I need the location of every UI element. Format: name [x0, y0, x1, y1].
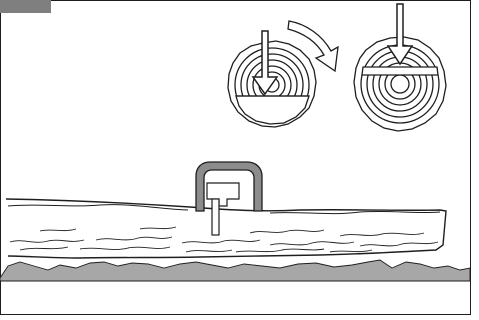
log-end-arrow-icon: [227, 30, 317, 128]
log-end-split-arrow-icon: [353, 3, 447, 132]
log-body: [5, 198, 447, 259]
rotate-arrow-icon: [287, 20, 339, 73]
figure-frame: [0, 0, 471, 315]
log-on-ground: [0, 198, 471, 282]
log-clamp-icon: [195, 161, 263, 236]
ground: [0, 259, 471, 282]
corner-tab: [0, 0, 51, 13]
